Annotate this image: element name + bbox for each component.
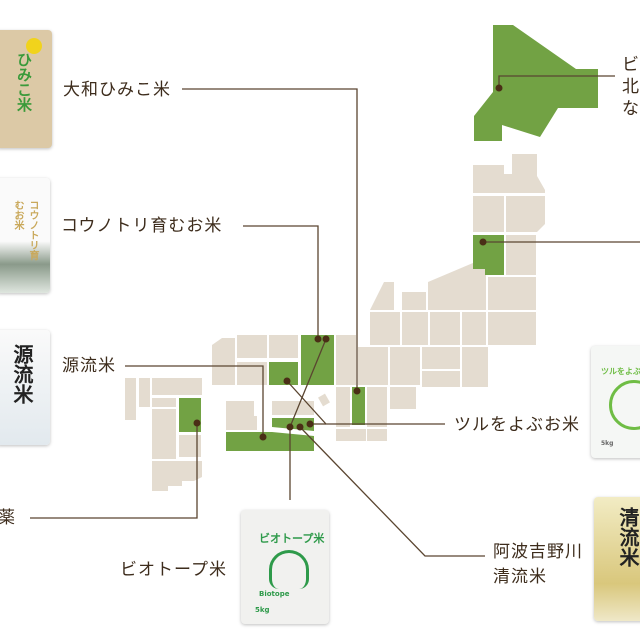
region-yamagata [473, 235, 504, 275]
label-genryu[interactable]: 源流米 [62, 356, 116, 376]
region-okayama [269, 362, 298, 385]
region-aomori [473, 154, 545, 193]
highlighted-regions [179, 25, 598, 451]
region-ehime [226, 401, 257, 430]
region-shimane [237, 335, 267, 358]
region-wakayama [336, 429, 366, 441]
label-tsuru[interactable]: ツルをよぶお米 [454, 415, 580, 435]
label-kounotori[interactable]: コウノトリ育むお米 [61, 216, 223, 236]
region-gunma [430, 312, 460, 345]
line-hokkaido [498, 75, 615, 88]
region-ishikawa [370, 282, 394, 310]
crane-illustration-icon [609, 380, 640, 430]
region-aichi [358, 347, 388, 385]
line-genryu [125, 365, 264, 437]
region-shiga [352, 387, 365, 425]
region-kanagawa [367, 429, 387, 441]
region-nara [336, 387, 350, 427]
region-akita [473, 196, 504, 232]
line-awa [299, 426, 485, 557]
region-saitama [422, 347, 460, 369]
region-fukushima [488, 277, 536, 310]
region-nagasaki [125, 378, 136, 420]
label-kusuri[interactable]: 薬 [0, 508, 16, 528]
label-biotope[interactable]: ビオトープ米 [120, 560, 227, 580]
region-hokkaido [474, 25, 598, 141]
region-toyama [402, 292, 426, 310]
region-oita [179, 398, 201, 432]
crane-illustration-icon [269, 550, 309, 589]
region-mie [367, 387, 387, 427]
product-image-awa-yoshinogawa[interactable]: 清流米 [594, 497, 640, 621]
region-shizuoka [390, 387, 416, 409]
label-hokkaido[interactable]: ビ 北 な [622, 55, 640, 119]
line-kusuri [30, 423, 198, 519]
region-gifu [370, 312, 400, 345]
region-kumamoto [152, 409, 176, 459]
region-yamanashi [390, 347, 420, 385]
region-awaji [318, 393, 330, 407]
region-kagawa [272, 401, 314, 415]
region-nagano [402, 312, 428, 345]
badge-icon [26, 38, 42, 54]
label-yamato-himiko[interactable]: 大和ひみこ米 [63, 80, 171, 100]
product-image-genryu[interactable]: 源流米 [0, 330, 50, 445]
region-ibaraki [488, 312, 536, 345]
location-dots [193, 84, 503, 441]
product-image-yamato-himiko[interactable]: ひみこ米 [0, 30, 52, 148]
region-tokyo [422, 371, 460, 387]
region-yamaguchi [212, 338, 235, 385]
region-kochi [226, 432, 314, 451]
product-image-kounotori[interactable]: コウノトリ育むお米 [0, 178, 50, 293]
region-iwate [506, 196, 545, 232]
region-tottori [269, 335, 298, 358]
regions [125, 154, 545, 491]
region-fukui [336, 335, 356, 385]
region-tochigi [462, 312, 486, 345]
product-image-biotope[interactable]: ビオトープ米 Biotope 5kg [241, 510, 329, 624]
line-kounotori [243, 225, 319, 339]
region-miyagi [506, 235, 536, 275]
region-kyushu-north [152, 398, 176, 407]
region-hiroshima [237, 362, 267, 385]
region-chiba [462, 347, 488, 387]
region-miyazaki [179, 435, 201, 457]
region-saga [139, 378, 150, 407]
region-fukuoka [152, 378, 202, 395]
leader-lines [30, 75, 640, 557]
region-kagoshima [152, 461, 202, 491]
line-yamato [182, 88, 358, 391]
label-awa-yoshinogawa[interactable]: 阿波吉野川 清流米 [493, 542, 583, 587]
product-image-tsuru[interactable]: ツルをよぶお米 5kg [591, 346, 640, 458]
region-tokushima [272, 418, 314, 431]
region-niigata [428, 260, 486, 310]
